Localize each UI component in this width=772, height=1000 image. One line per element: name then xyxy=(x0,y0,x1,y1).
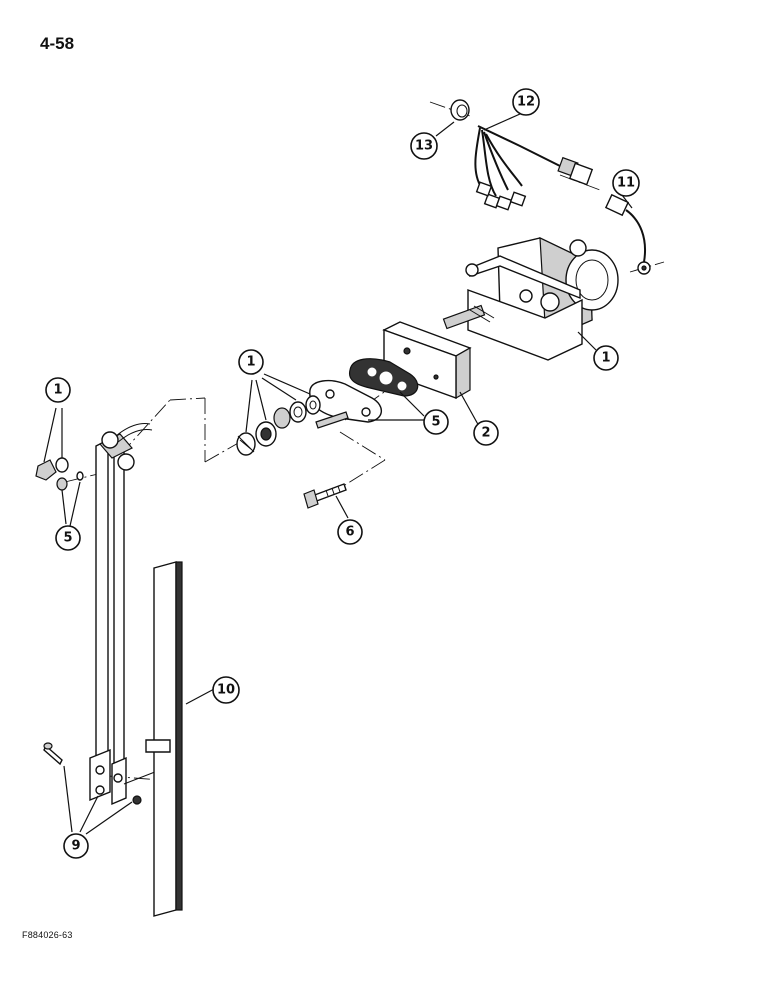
callout-1-center: 1 xyxy=(238,349,264,375)
svg-text:6: 6 xyxy=(345,525,354,540)
svg-text:1: 1 xyxy=(53,383,62,398)
callout-5-right: 5 xyxy=(423,409,449,435)
callout-2: 2 xyxy=(473,420,499,446)
arm-screw-and-nut xyxy=(43,742,142,805)
ground-lead xyxy=(604,193,651,275)
callout-6: 6 xyxy=(337,519,363,545)
gasket xyxy=(348,358,419,397)
figure-code: F884026-63 xyxy=(22,930,73,940)
washer-nut-stack xyxy=(236,395,321,456)
callout-10: 10 xyxy=(212,676,240,704)
mounting-plate xyxy=(309,379,382,429)
callout-11: 11 xyxy=(612,169,640,197)
callout-1-right: 1 xyxy=(593,345,619,371)
svg-text:12: 12 xyxy=(517,95,535,110)
svg-text:5: 5 xyxy=(63,531,72,546)
callout-5-left: 5 xyxy=(55,525,81,551)
spacer-block xyxy=(382,321,472,400)
svg-text:5: 5 xyxy=(431,415,440,430)
svg-text:10: 10 xyxy=(217,683,235,698)
svg-text:13: 13 xyxy=(415,139,433,154)
wiper-blade xyxy=(145,561,183,917)
bolt xyxy=(303,483,347,509)
callout-12: 12 xyxy=(512,88,540,116)
svg-text:2: 2 xyxy=(481,426,490,441)
callout-9: 9 xyxy=(63,833,89,859)
svg-text:1: 1 xyxy=(601,351,610,366)
callout-1-left: 1 xyxy=(45,377,71,403)
callout-13: 13 xyxy=(410,132,438,160)
svg-text:11: 11 xyxy=(617,176,635,191)
page-number: 4-58 xyxy=(40,34,75,53)
wiper-motor xyxy=(442,237,619,361)
leader-lines xyxy=(43,113,633,835)
svg-text:9: 9 xyxy=(71,839,80,854)
arm-nut-and-washer xyxy=(35,457,84,491)
wiring-harness xyxy=(450,99,594,211)
wiper-arm-assembly xyxy=(89,423,161,806)
svg-text:1: 1 xyxy=(246,355,255,370)
